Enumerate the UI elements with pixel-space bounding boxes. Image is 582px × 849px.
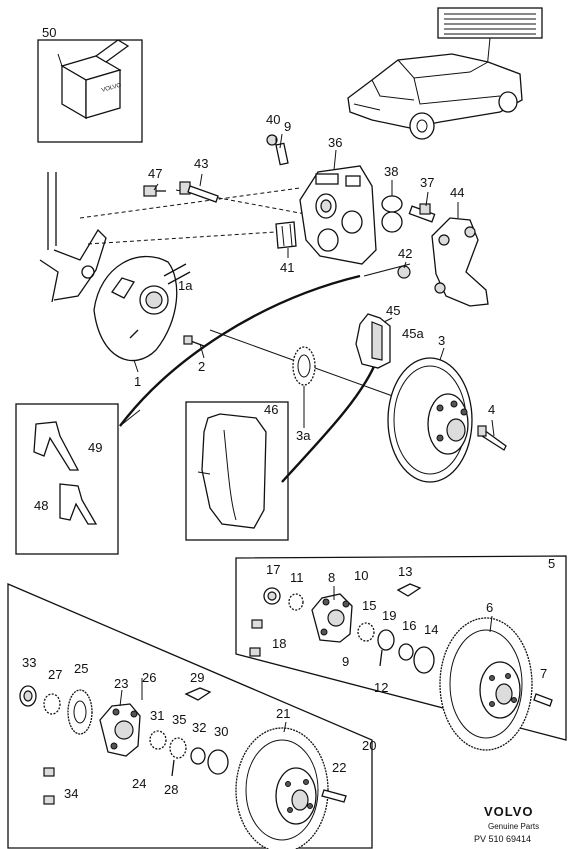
label-32: 32 bbox=[192, 720, 206, 735]
label-5: 5 bbox=[548, 556, 555, 571]
piston-and-guide-pin bbox=[381, 195, 436, 279]
label-26: 26 bbox=[142, 670, 156, 685]
label-6: 6 bbox=[486, 600, 493, 615]
label-24: 24 bbox=[132, 776, 146, 791]
label-14: 14 bbox=[424, 622, 438, 637]
label-22: 22 bbox=[332, 760, 346, 775]
label-9-lower: 9 bbox=[342, 654, 349, 669]
footer-subtitle: Genuine Parts bbox=[488, 822, 539, 831]
label-44: 44 bbox=[450, 185, 464, 200]
inset-pad-clips bbox=[15, 403, 141, 555]
label-45: 45 bbox=[386, 303, 400, 318]
label-27: 27 bbox=[48, 667, 62, 682]
label-2: 2 bbox=[198, 359, 205, 374]
label-16: 16 bbox=[402, 618, 416, 633]
label-50: 50 bbox=[42, 25, 56, 40]
caliper-bracket bbox=[431, 217, 489, 307]
bleeder-screw bbox=[266, 134, 289, 166]
footer-branding: VOLVO Genuine Parts PV 510 69414 bbox=[474, 804, 539, 844]
footer-code: PV 510 69414 bbox=[474, 834, 531, 844]
label-31: 31 bbox=[150, 708, 164, 723]
label-13: 13 bbox=[398, 564, 412, 579]
label-30: 30 bbox=[214, 724, 228, 739]
brake-disc-upper bbox=[387, 357, 507, 483]
label-33: 33 bbox=[22, 655, 36, 670]
label-45a: 45a bbox=[402, 326, 424, 341]
label-3: 3 bbox=[438, 333, 445, 348]
label-42: 42 bbox=[398, 246, 412, 261]
footer-brand: VOLVO bbox=[484, 804, 534, 819]
inset-brake-pad bbox=[185, 401, 289, 541]
label-47: 47 bbox=[148, 166, 162, 181]
label-17: 17 bbox=[266, 562, 280, 577]
label-21: 21 bbox=[276, 706, 290, 721]
label-34: 34 bbox=[64, 786, 78, 801]
car-illustration bbox=[347, 7, 543, 140]
label-19: 19 bbox=[382, 608, 396, 623]
label-1a: 1a bbox=[178, 278, 193, 293]
strut-and-shield bbox=[39, 172, 205, 361]
label-48: 48 bbox=[34, 498, 48, 513]
brake-pad bbox=[355, 313, 391, 369]
label-20: 20 bbox=[362, 738, 376, 753]
label-38: 38 bbox=[384, 164, 398, 179]
label-15: 15 bbox=[362, 598, 376, 613]
brake-caliper bbox=[275, 165, 377, 265]
label-11: 11 bbox=[290, 570, 304, 585]
label-49: 49 bbox=[88, 440, 102, 455]
label-46: 46 bbox=[264, 402, 278, 417]
label-41: 41 bbox=[280, 260, 294, 275]
inset-parts-box: VOLVO bbox=[37, 39, 143, 143]
label-3a: 3a bbox=[296, 428, 311, 443]
label-9: 9 bbox=[284, 119, 291, 134]
label-43: 43 bbox=[194, 156, 208, 171]
caliper-bolts bbox=[143, 181, 219, 203]
label-23: 23 bbox=[114, 676, 128, 691]
label-8: 8 bbox=[328, 570, 335, 585]
label-28: 28 bbox=[164, 782, 178, 797]
box-brand-text: VOLVO bbox=[101, 82, 122, 93]
label-10: 10 bbox=[354, 568, 368, 583]
label-35: 35 bbox=[172, 712, 186, 727]
label-25: 25 bbox=[74, 661, 88, 676]
label-18: 18 bbox=[272, 636, 286, 651]
label-4: 4 bbox=[488, 402, 495, 417]
label-7: 7 bbox=[540, 666, 547, 681]
abs-sensor-ring bbox=[292, 346, 316, 386]
label-29: 29 bbox=[190, 670, 204, 685]
label-1: 1 bbox=[134, 374, 141, 389]
label-40: 40 bbox=[266, 112, 280, 127]
label-12: 12 bbox=[374, 680, 388, 695]
hub-panel-left bbox=[7, 583, 373, 849]
part-number-labels: 50 40 9 36 47 43 38 37 44 42 41 1a 1 2 4… bbox=[22, 25, 555, 801]
label-36: 36 bbox=[328, 135, 342, 150]
leader-lines bbox=[119, 133, 495, 733]
hub-panel-right bbox=[235, 555, 567, 751]
label-37: 37 bbox=[420, 175, 434, 190]
